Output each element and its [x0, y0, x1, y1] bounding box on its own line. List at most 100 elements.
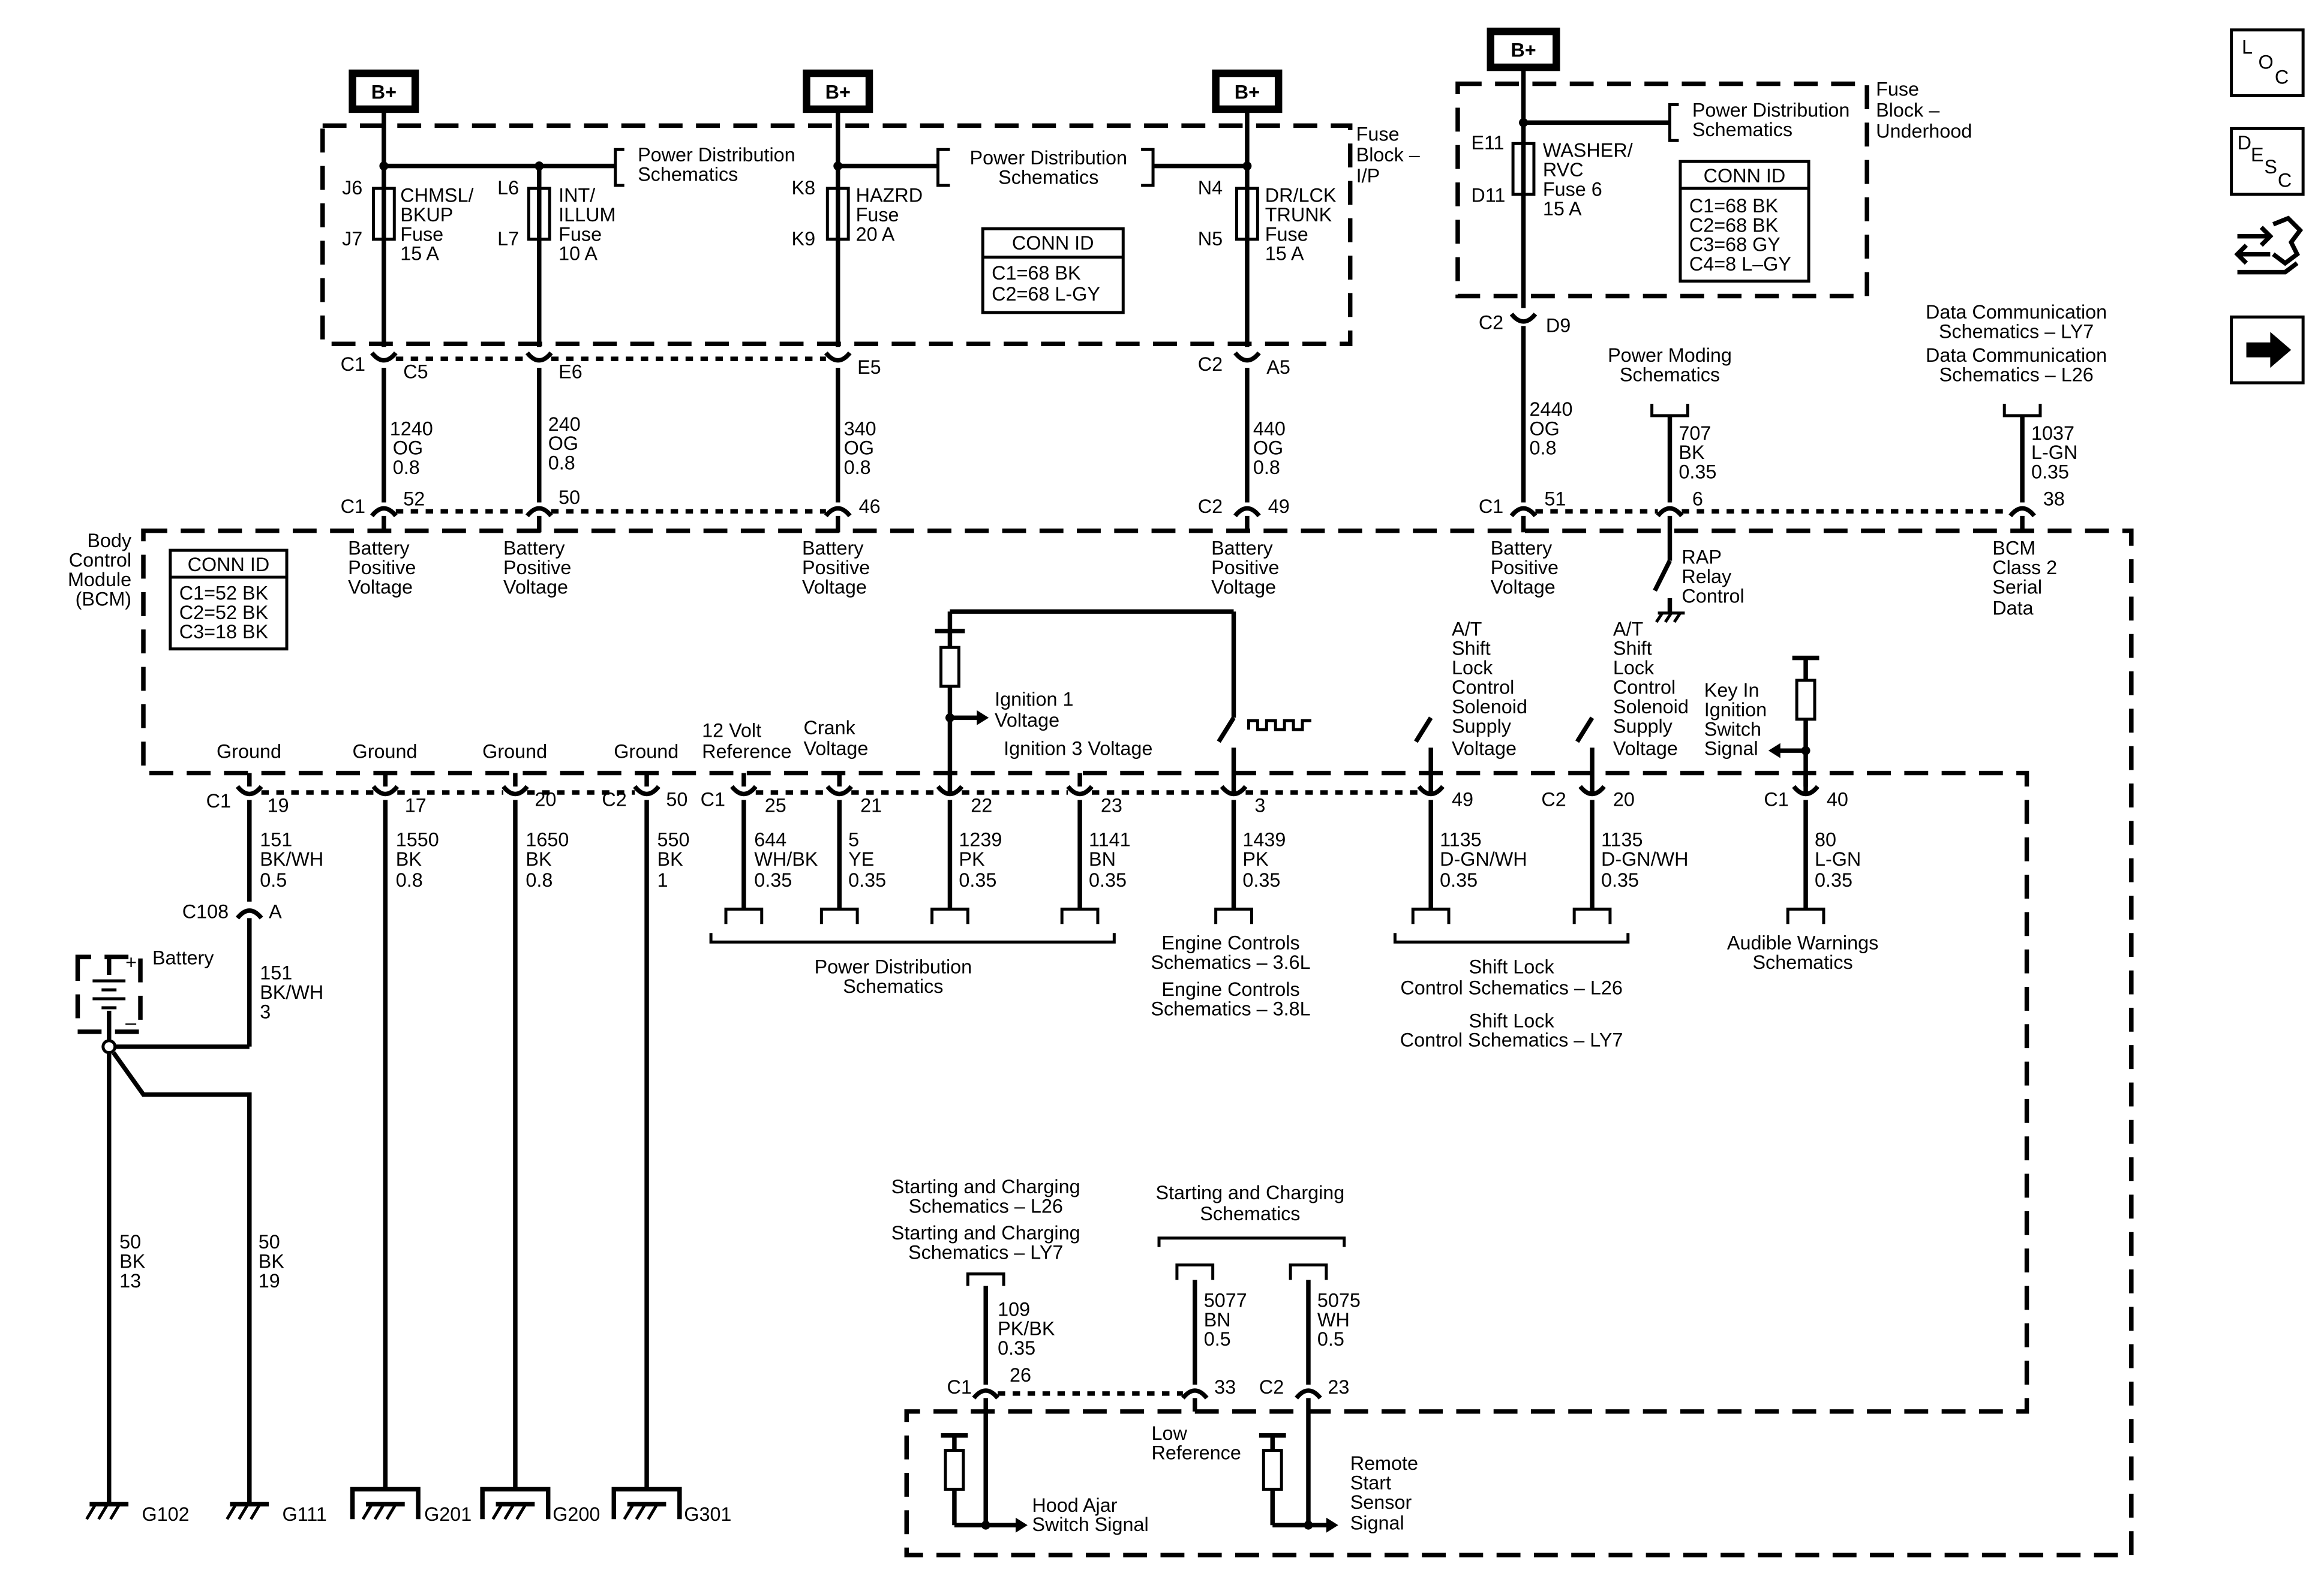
- svg-text:G301: G301: [684, 1503, 731, 1525]
- svg-text:C108: C108: [182, 900, 229, 922]
- svg-text:Voltage: Voltage: [802, 576, 867, 598]
- svg-text:Voltage: Voltage: [1452, 738, 1517, 760]
- svg-text:C2: C2: [602, 788, 626, 810]
- svg-text:WH/BK: WH/BK: [754, 848, 818, 870]
- svg-text:0.35: 0.35: [2031, 461, 2069, 483]
- svg-text:0.8: 0.8: [396, 869, 423, 891]
- svg-text:0.35: 0.35: [1440, 869, 1478, 891]
- svg-text:C1: C1: [947, 1376, 971, 1398]
- fuse-block-ip-title-1: Fuse: [1356, 123, 1400, 145]
- svg-text:Control: Control: [1682, 585, 1744, 607]
- svg-text:0.35: 0.35: [848, 869, 886, 891]
- svg-text:Battery: Battery: [802, 538, 864, 559]
- svg-text:C2=52 BK: C2=52 BK: [179, 602, 269, 623]
- loc-icon[interactable]: L O C: [2230, 28, 2305, 98]
- svg-text:G201: G201: [424, 1503, 472, 1525]
- svg-text:N4: N4: [1198, 177, 1223, 199]
- key-in-ignition: Key In Ignition Switch Signal: [1704, 655, 1819, 792]
- svg-text:C2: C2: [1541, 788, 1566, 810]
- svg-text:38: 38: [2043, 488, 2065, 509]
- svg-text:C5: C5: [403, 361, 428, 383]
- svg-text:49: 49: [1268, 496, 1290, 517]
- svg-text:19: 19: [259, 1270, 280, 1292]
- svg-text:1135: 1135: [1601, 829, 1643, 851]
- bcm-bottom-labels: Ground Ground Ground Ground 12 Volt Refe…: [217, 717, 868, 763]
- fuse-block-underhood-outline: [1455, 81, 1869, 299]
- svg-text:ILLUM: ILLUM: [559, 204, 615, 226]
- svg-text:1439: 1439: [1242, 829, 1286, 851]
- svg-text:Shift Lock: Shift Lock: [1469, 1010, 1555, 1031]
- svg-text:20: 20: [535, 788, 556, 810]
- bcm-outline: [141, 529, 2134, 1557]
- svg-text:0.8: 0.8: [844, 457, 871, 478]
- svg-text:Lock: Lock: [1452, 657, 1493, 679]
- bcm-class2-label: BCM Class 2 Serial Data: [1992, 538, 2057, 619]
- svg-text:C3=18 BK: C3=18 BK: [179, 621, 269, 643]
- b-plus-box-4: B+: [1487, 28, 1560, 71]
- svg-text:5077: 5077: [1204, 1289, 1247, 1311]
- svg-text:Module: Module: [68, 569, 131, 590]
- svg-text:Hood Ajar: Hood Ajar: [1032, 1494, 1117, 1516]
- connector-diagnostic-icon[interactable]: [2234, 215, 2304, 275]
- svg-text:Fuse: Fuse: [1265, 223, 1308, 245]
- svg-text:RAP: RAP: [1682, 547, 1722, 568]
- svg-text:Schematics – LY7: Schematics – LY7: [1939, 320, 2094, 342]
- svg-text:Class 2: Class 2: [1992, 557, 2057, 578]
- svg-text:5: 5: [848, 829, 859, 851]
- svg-text:Schematics – 3.8L: Schematics – 3.8L: [1151, 998, 1310, 1019]
- svg-text:Ground: Ground: [217, 741, 281, 763]
- svg-text:B+: B+: [1511, 40, 1536, 61]
- svg-text:13: 13: [119, 1270, 141, 1292]
- shift-lock-destination: Shift Lock Control Schematics – L26 Shif…: [1393, 933, 1630, 1051]
- svg-text:80: 80: [1815, 829, 1836, 851]
- svg-text:Control: Control: [1613, 676, 1676, 698]
- svg-text:N5: N5: [1198, 228, 1223, 250]
- bcm-title: Body Control Module (BCM): [68, 530, 132, 610]
- svg-text:L7: L7: [497, 228, 519, 250]
- svg-text:Fuse: Fuse: [856, 204, 899, 226]
- svg-text:D9: D9: [1546, 314, 1571, 336]
- svg-text:G111: G111: [283, 1503, 327, 1525]
- svg-text:0.35: 0.35: [1242, 869, 1280, 891]
- desc-icon[interactable]: D E S C: [2230, 127, 2305, 196]
- svg-text:BK/WH: BK/WH: [260, 981, 323, 1003]
- svg-text:Signal: Signal: [1704, 738, 1758, 760]
- svg-text:3: 3: [260, 1001, 271, 1022]
- svg-text:17: 17: [405, 794, 427, 816]
- svg-text:BN: BN: [1089, 848, 1116, 870]
- svg-text:644: 644: [754, 829, 786, 851]
- supply-wire-340: 340 OG 0.8: [835, 368, 876, 503]
- wire-1439: 1439 PK 0.35 Engine Controls Schematics …: [1151, 800, 1311, 1019]
- svg-text:Schematics – L26: Schematics – L26: [909, 1195, 1063, 1217]
- hood-ajar-wire: 109 PK/BK 0.35 C1 26 Hood Ajar Switch Si…: [941, 1286, 1149, 1535]
- svg-text:E6: E6: [559, 361, 582, 383]
- svg-text:707: 707: [1679, 422, 1711, 444]
- fuse-hazrd: K8 K9 HAZRD Fuse 20 A: [792, 177, 923, 347]
- svg-text:Starting and Charging: Starting and Charging: [891, 1176, 1080, 1197]
- bcm-conn-id: CONN ID C1=52 BK C2=52 BK C3=18 BK: [169, 548, 289, 651]
- svg-text:C1: C1: [341, 353, 365, 375]
- svg-text:C2: C2: [1479, 311, 1503, 333]
- bcm-bottom-connector-row: C1 19 17 20 C2 50 C1 25 21 22 23 3 49 C2…: [206, 773, 1848, 816]
- wire-1135-a: 1135 D-GN/WH 0.35: [1411, 800, 1527, 924]
- svg-text:BK: BK: [119, 1251, 146, 1272]
- svg-text:K8: K8: [792, 177, 816, 199]
- svg-text:Audible Warnings: Audible Warnings: [1727, 932, 1878, 954]
- fuse-int-illum: L6 L7 INT/ ILLUM Fuse 10 A: [497, 177, 615, 347]
- svg-text:Shift Lock: Shift Lock: [1469, 956, 1555, 978]
- svg-text:D11: D11: [1471, 184, 1505, 206]
- fuse-block-uh-title-3: Underhood: [1876, 120, 1972, 142]
- svg-text:K9: K9: [792, 228, 816, 250]
- power-moding-ref: Power Moding Schematics 707 BK 0.35 6: [1608, 344, 1732, 509]
- supply-wire-2440: 2440 OG 0.8: [1521, 326, 1572, 503]
- svg-text:25: 25: [765, 794, 786, 816]
- pd-left-label-1: Power Distribution: [638, 144, 795, 166]
- svg-text:340: 340: [844, 418, 876, 439]
- svg-text:Ignition 1: Ignition 1: [995, 688, 1073, 710]
- svg-text:S: S: [2264, 156, 2277, 178]
- svg-text:40: 40: [1827, 788, 1848, 810]
- svg-text:C2=68 L-GY: C2=68 L-GY: [992, 283, 1100, 305]
- pd-uh-label-1: Power Distribution: [1692, 99, 1850, 121]
- next-page-arrow-icon[interactable]: [2230, 315, 2305, 385]
- svg-text:Shift: Shift: [1613, 638, 1652, 659]
